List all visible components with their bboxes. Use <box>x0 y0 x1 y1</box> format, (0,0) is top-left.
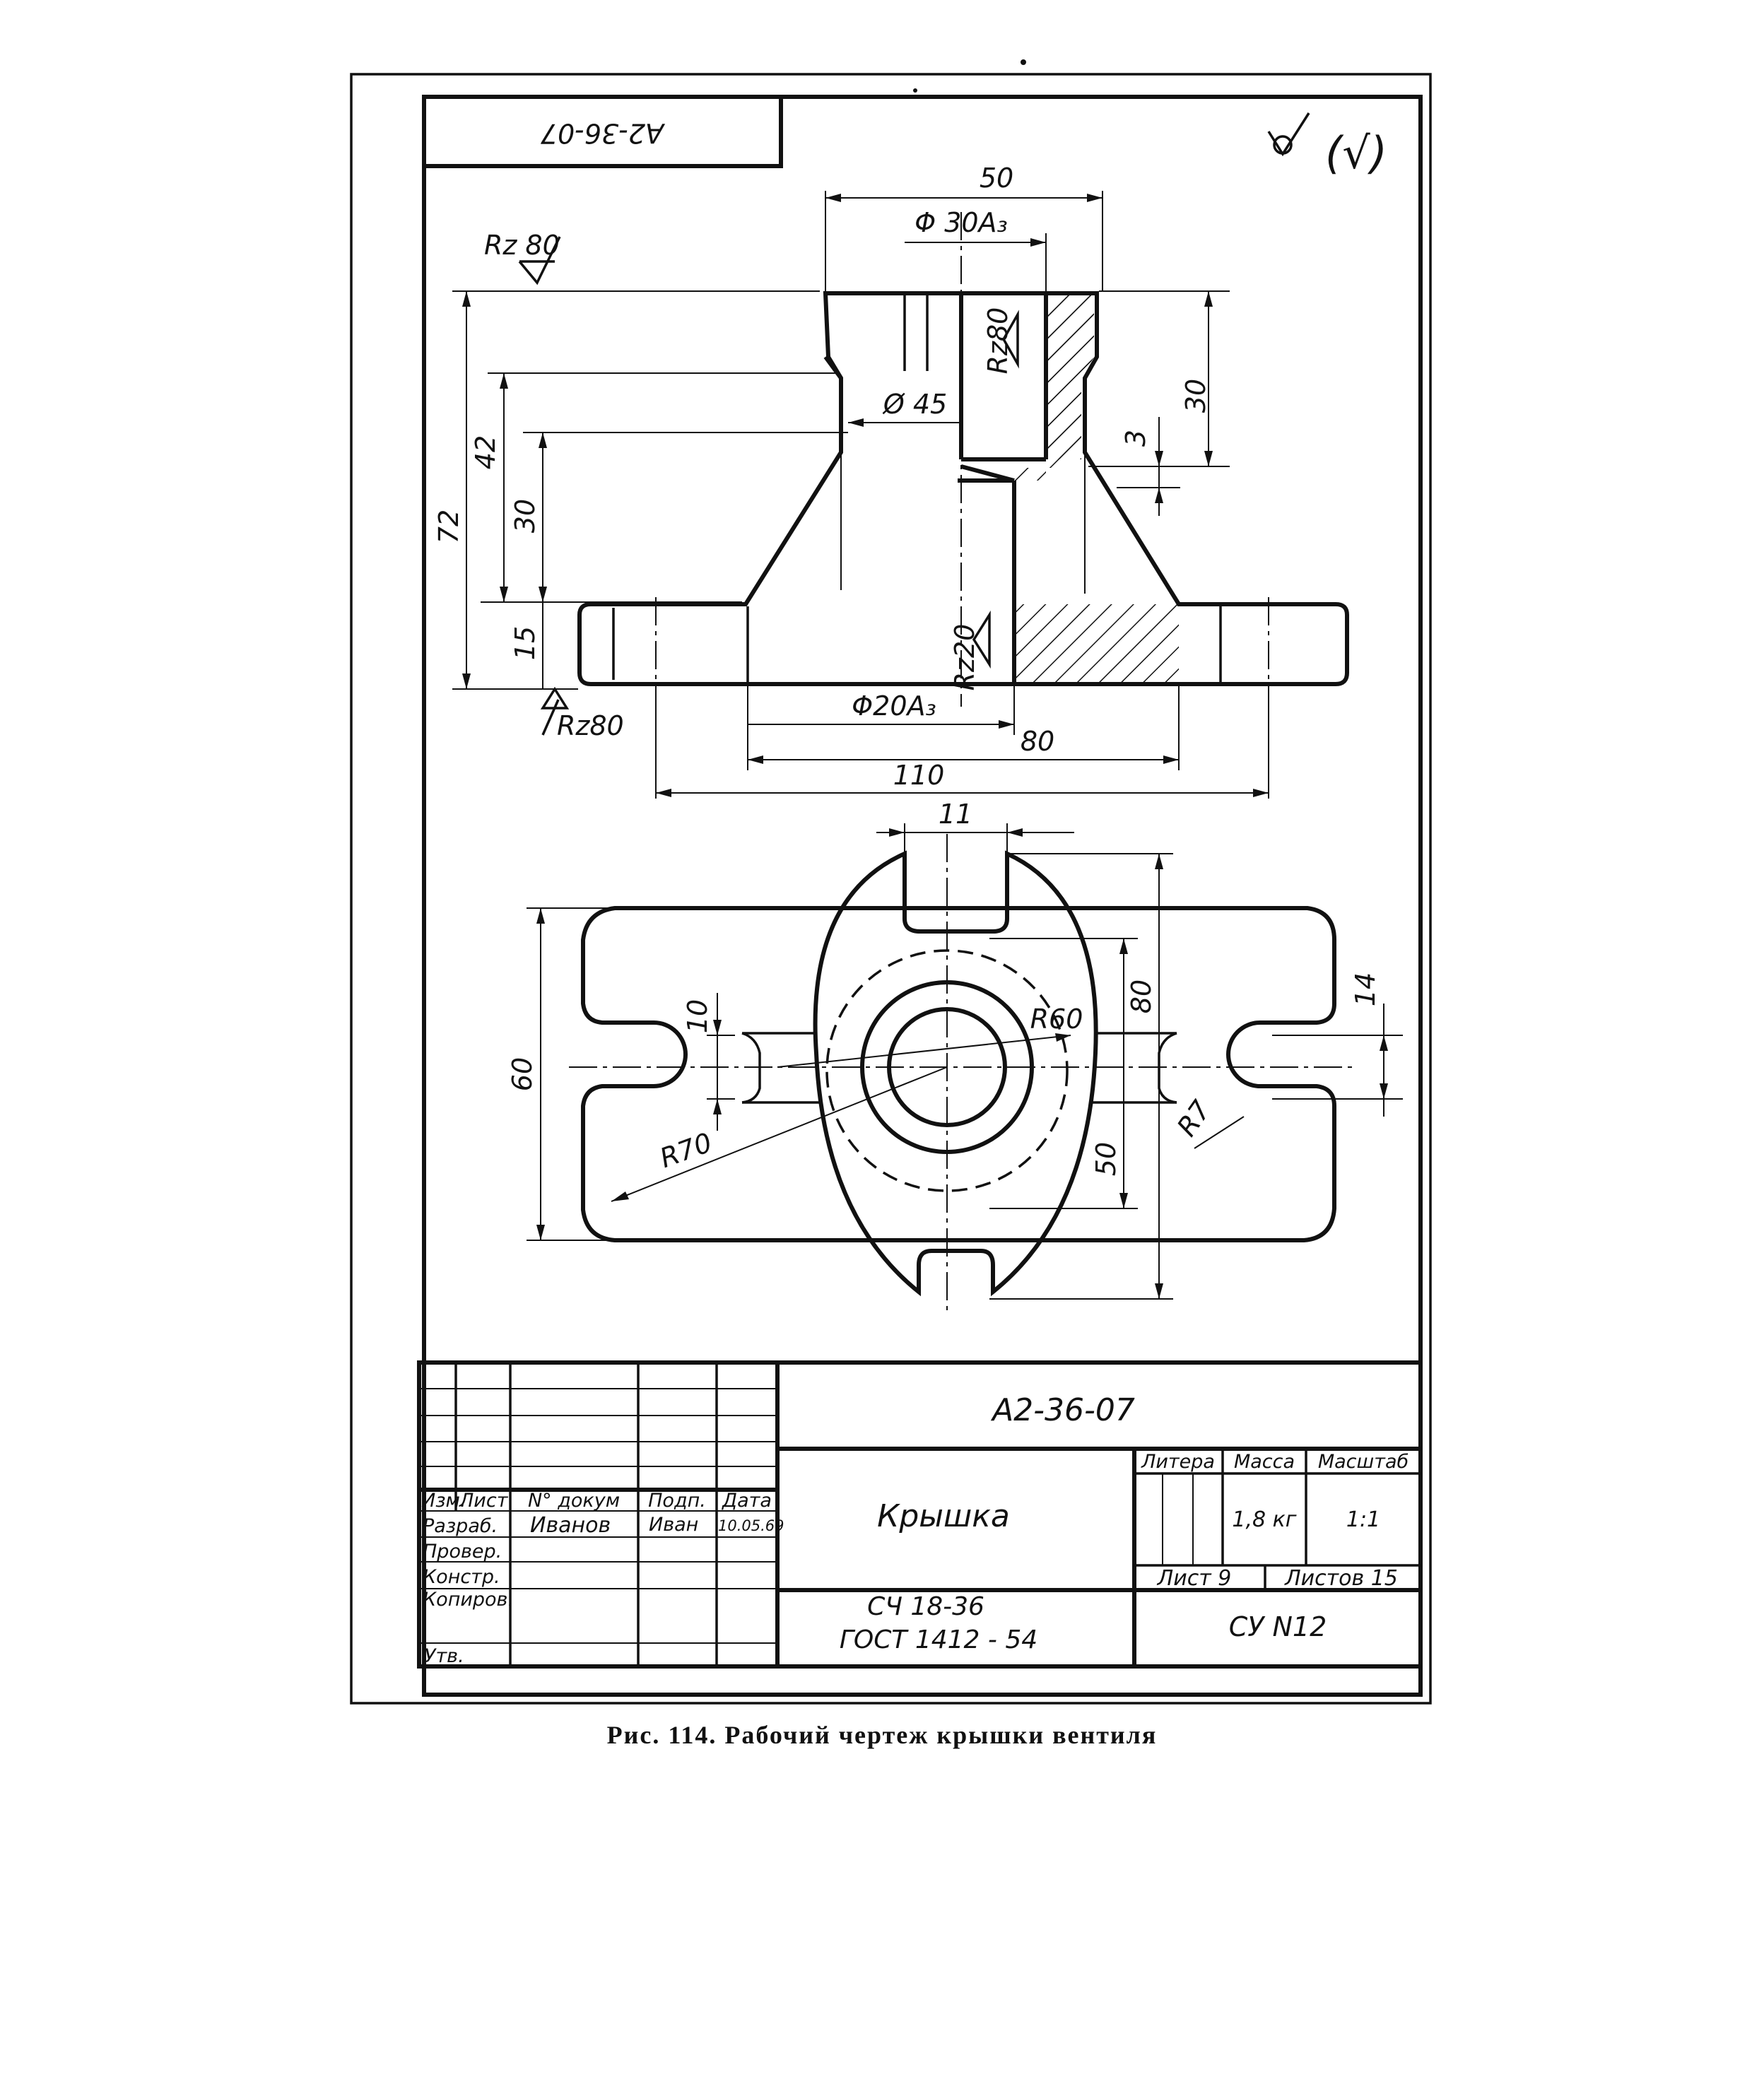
dim-11: 11 <box>939 799 972 830</box>
roughness-mark-bottom-left: Rz80 <box>540 686 624 741</box>
dim-30-right: 30 <box>1180 379 1211 413</box>
hdr-date: Дата <box>722 1490 772 1512</box>
dim-42: 42 <box>470 435 501 469</box>
title-doc-number: A2-36-07 <box>990 1392 1135 1428</box>
developer-signature: Иван <box>649 1514 698 1536</box>
dim-80-front: 80 <box>1021 726 1054 757</box>
roughness-general-mark: (√) <box>1267 112 1387 179</box>
title-block: A2-36-07 Крышка СЧ 18-36 ГОСТ 1412 - 54 … <box>417 1360 1423 1669</box>
role-approver: Утв. <box>424 1645 464 1667</box>
outer-frame <box>350 73 1432 1705</box>
hdr-scale: Масштаб <box>1318 1451 1409 1473</box>
sheet-number: Лист 9 <box>1157 1566 1232 1591</box>
figure-caption: Рис. 114. Рабочий чертеж крышки вентиля <box>606 1721 1158 1749</box>
dim-10: 10 <box>682 999 713 1033</box>
developer-date: 10.05.69 <box>718 1517 784 1534</box>
hdr-izm: Изм. <box>421 1490 466 1512</box>
part-outline-top <box>581 906 1336 1242</box>
top-view: 11 10 60 R60 R70 80 50 14 R7 <box>507 799 1403 1314</box>
hdr-list: Лист <box>459 1490 509 1512</box>
role-developer: Разраб. <box>423 1515 498 1537</box>
doc-number-stamp-box <box>422 95 783 168</box>
dim-14: 14 <box>1350 972 1381 1006</box>
leader-r60 <box>777 1035 1071 1068</box>
section-hatch-upper <box>1046 293 1094 459</box>
roughness-mark-bore-lower: Rz20 <box>949 610 991 691</box>
dim-15: 15 <box>510 626 541 660</box>
dim-80-top: 80 <box>1126 979 1157 1013</box>
sheets-total: Листов 15 <box>1284 1566 1398 1591</box>
organization: СУ N12 <box>1229 1611 1327 1642</box>
dim-72: 72 <box>433 510 464 543</box>
role-designer: Констр. <box>423 1566 500 1588</box>
central-boss <box>813 850 1098 1297</box>
title-material-2: ГОСТ 1412 - 54 <box>840 1625 1037 1654</box>
hidden-circle-r60 <box>825 949 1069 1192</box>
front-view: 50 Φ 30A₃ Ø 45 30 3 72 42 30 15 Φ20A₃ 80… <box>433 163 1349 799</box>
scale-value: 1:1 <box>1346 1507 1380 1532</box>
dim-r60: R60 <box>1030 1004 1083 1035</box>
title-part-name: Крышка <box>877 1498 1010 1534</box>
doc-number-stamp: A2-36-07 <box>541 118 666 149</box>
hdr-doc: N° докум <box>528 1490 620 1512</box>
svg-text:Rz 80: Rz 80 <box>484 230 560 261</box>
dim-60: 60 <box>507 1057 538 1091</box>
dim-phi30: Φ 30A₃ <box>915 207 1008 238</box>
dim-110: 110 <box>893 760 945 791</box>
roughness-mark-bore-upper: Rz80 <box>982 307 1019 375</box>
svg-text:Rz20: Rz20 <box>949 624 980 691</box>
dim-r70: R70 <box>656 1126 716 1174</box>
role-checker: Провер. <box>423 1541 502 1563</box>
dim-3: 3 <box>1120 430 1151 447</box>
dim-phi45: Ø 45 <box>882 389 947 420</box>
mass-value: 1,8 кг <box>1232 1507 1296 1532</box>
dim-phi20: Φ20A₃ <box>852 690 936 722</box>
developer-name: Иванов <box>530 1513 611 1538</box>
dim-50-top: 50 <box>1090 1142 1122 1176</box>
svg-text:Rz80: Rz80 <box>557 710 624 741</box>
roughness-mark-top-left: Rz 80 <box>484 230 561 286</box>
dim-50: 50 <box>980 163 1013 194</box>
dim-30-left: 30 <box>510 499 541 533</box>
dim-r7: R7 <box>1171 1095 1217 1142</box>
role-copier: Копиров. <box>423 1589 514 1611</box>
title-material-1: СЧ 18-36 <box>867 1592 984 1621</box>
part-outline-front <box>577 291 1349 686</box>
svg-text:Rz80: Rz80 <box>982 307 1013 375</box>
leader-r70 <box>611 1066 948 1202</box>
hdr-mass: Масса <box>1234 1451 1295 1473</box>
hdr-sign: Подп. <box>648 1490 706 1512</box>
inner-frame <box>422 95 1423 1697</box>
leader-r7 <box>1194 1116 1245 1149</box>
roughness-general-text: (√) <box>1325 127 1387 179</box>
hdr-litera: Литера <box>1141 1451 1215 1473</box>
